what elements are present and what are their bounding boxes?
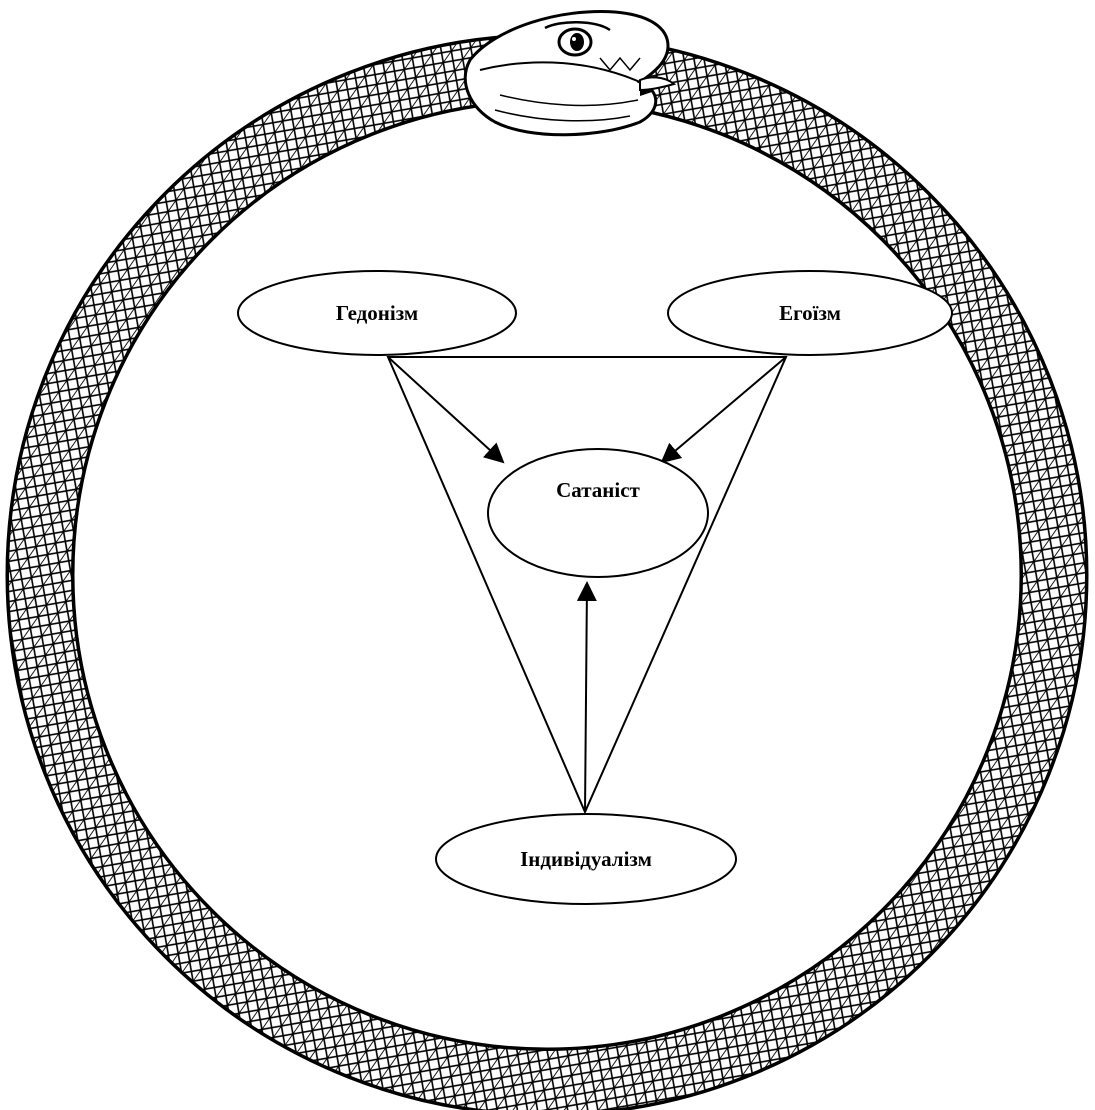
snake-body-scales: [40, 68, 1054, 1082]
node-satanist: Сатаніст: [488, 449, 708, 577]
node-egoism-label: Егоїзм: [779, 301, 841, 325]
arrow-individualism-to-satanist: [585, 583, 587, 812]
node-egoism: Егоїзм: [668, 271, 952, 355]
node-individualism-label: Індивідуалізм: [520, 847, 652, 871]
node-hedonism: Гедонізм: [238, 271, 516, 355]
node-hedonism-label: Гедонізм: [336, 301, 418, 325]
snake-head-icon: [465, 11, 674, 134]
snake-body-inner-edge: [73, 101, 1021, 1049]
node-satanist-ellipse: [488, 449, 708, 577]
arrow-egoism-to-satanist: [662, 357, 786, 462]
node-individualism: Індивідуалізм: [436, 814, 736, 904]
arrow-hedonism-to-satanist: [388, 357, 503, 462]
node-satanist-label: Сатаніст: [556, 478, 640, 502]
